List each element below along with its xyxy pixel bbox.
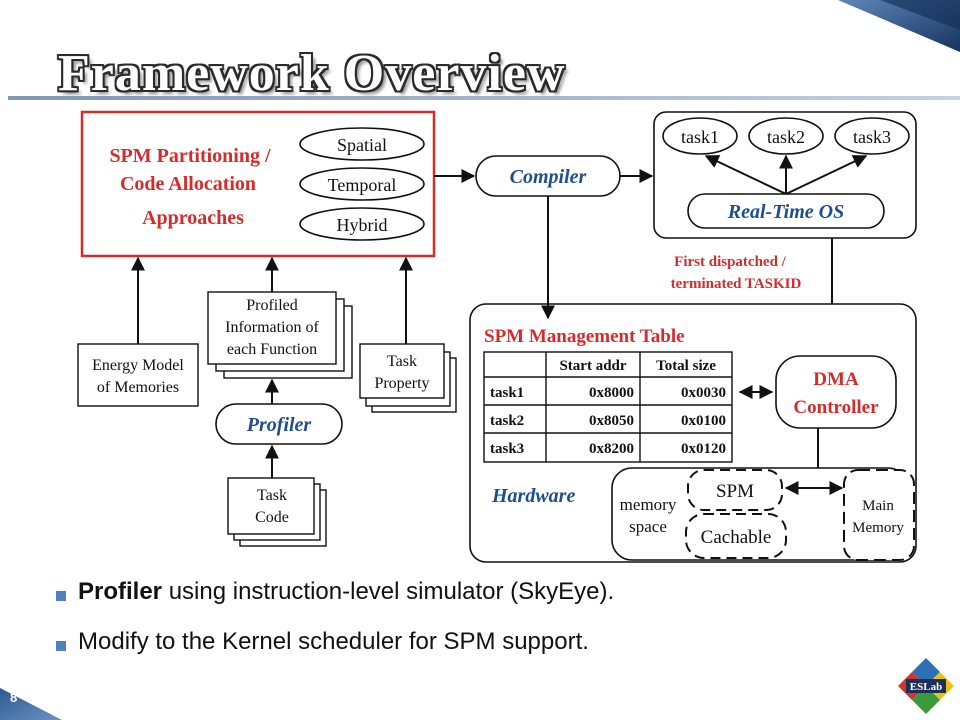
hybrid-ellipse: [299, 207, 425, 241]
spm-label: SPM: [716, 481, 754, 502]
bullet-bold: Profiler: [78, 578, 163, 605]
bullet-rest: using instruction-level simulator (SkyEy…: [162, 578, 615, 605]
task3-node: [834, 117, 910, 155]
spm-node: [687, 469, 783, 511]
table-cell-r1c3: 0x0030: [681, 385, 726, 401]
logo-text: ESLab: [910, 681, 942, 693]
temporal-label: Temporal: [328, 175, 397, 195]
main-memory-line-1: Main: [862, 498, 894, 514]
profiler-node: [215, 403, 343, 445]
table-cell-r3c2: 0x8200: [589, 441, 634, 457]
main-memory-node: [843, 469, 915, 561]
table-cell-r2c1: task2: [490, 413, 524, 429]
table-cell-r2c2: 0x8050: [589, 413, 634, 429]
cachable-node: [685, 513, 787, 559]
energy-line-1: Energy Model: [92, 357, 184, 374]
compiler-label: Compiler: [510, 166, 587, 188]
spatial-ellipse: [299, 127, 425, 161]
task2-node: [748, 117, 824, 155]
hardware-label: Hardware: [491, 485, 575, 507]
profiled-line-3: each Function: [227, 341, 317, 358]
taskcode-line-2: Code: [255, 509, 289, 526]
approaches-line-1: SPM Partitioning /: [109, 145, 271, 167]
task3-label: task3: [853, 127, 891, 147]
table-cell-r1c1: task1: [490, 385, 524, 401]
memory-space-line-1: memory: [620, 495, 677, 514]
spm-table-title: SPM Management Table: [484, 326, 685, 347]
task2-label: task2: [767, 127, 805, 147]
approaches-line-2: Code Allocation: [120, 173, 256, 195]
task1-node: [662, 117, 738, 155]
main-memory-line-2: Memory: [852, 520, 904, 536]
arrow-os-task3: [785, 155, 868, 195]
slide-title: Framework Overview: [58, 45, 566, 102]
memory-space-line-2: space: [629, 517, 667, 536]
profiled-line-2: Information of: [225, 319, 319, 336]
bullet-text: Profiler using instruction-level simulat…: [78, 578, 614, 606]
table-header-start: Start addr: [559, 358, 626, 374]
table-cell-r2c3: 0x0100: [681, 413, 726, 429]
table-cell-r3c3: 0x0120: [681, 441, 726, 457]
eslab-logo: ESLab: [898, 658, 954, 714]
approaches-line-3: Approaches: [142, 207, 244, 229]
taskcode-doc-front: [227, 477, 315, 535]
dma-node: [775, 355, 897, 429]
dma-line-2: Controller: [793, 397, 879, 418]
arrow-os-task1: [704, 155, 787, 195]
property-doc-front: [359, 343, 445, 399]
spatial-label: Spatial: [337, 135, 387, 155]
bullet-square-icon: [56, 591, 66, 601]
bullet-square-icon: [56, 641, 66, 651]
bullet-text: Modify to the Kernel scheduler for SPM s…: [78, 628, 589, 656]
profiled-doc-front: [207, 291, 337, 365]
hybrid-label: Hybrid: [337, 215, 388, 235]
property-line-2: Property: [374, 375, 429, 392]
energy-line-2: of Memories: [97, 379, 179, 396]
table-header-size: Total size: [656, 358, 716, 374]
cachable-label: Cachable: [701, 527, 772, 548]
property-line-1: Task: [387, 353, 417, 370]
profiled-line-1: Profiled: [246, 297, 298, 314]
spm-table: Start addr Total size task1 0x8000 0x003…: [483, 351, 733, 463]
bullet-rest: Modify to the Kernel scheduler for SPM s…: [78, 628, 589, 655]
dispatch-line-2: terminated TASKID: [671, 276, 802, 292]
rtos-label: Real-Time OS: [727, 201, 844, 223]
profiler-label: Profiler: [246, 414, 312, 436]
temporal-ellipse: [299, 167, 425, 201]
rtos-node: [687, 193, 885, 229]
taskcode-line-1: Task: [257, 487, 287, 504]
task1-label: task1: [681, 127, 719, 147]
title-divider: [8, 96, 960, 100]
energy-model-box: [77, 343, 199, 407]
table-cell-r3c1: task3: [490, 441, 524, 457]
page-number: 8: [10, 690, 18, 705]
dispatch-line-1: First dispatched /: [674, 254, 787, 270]
dma-line-1: DMA: [813, 369, 859, 390]
table-cell-r1c2: 0x8000: [589, 385, 634, 401]
